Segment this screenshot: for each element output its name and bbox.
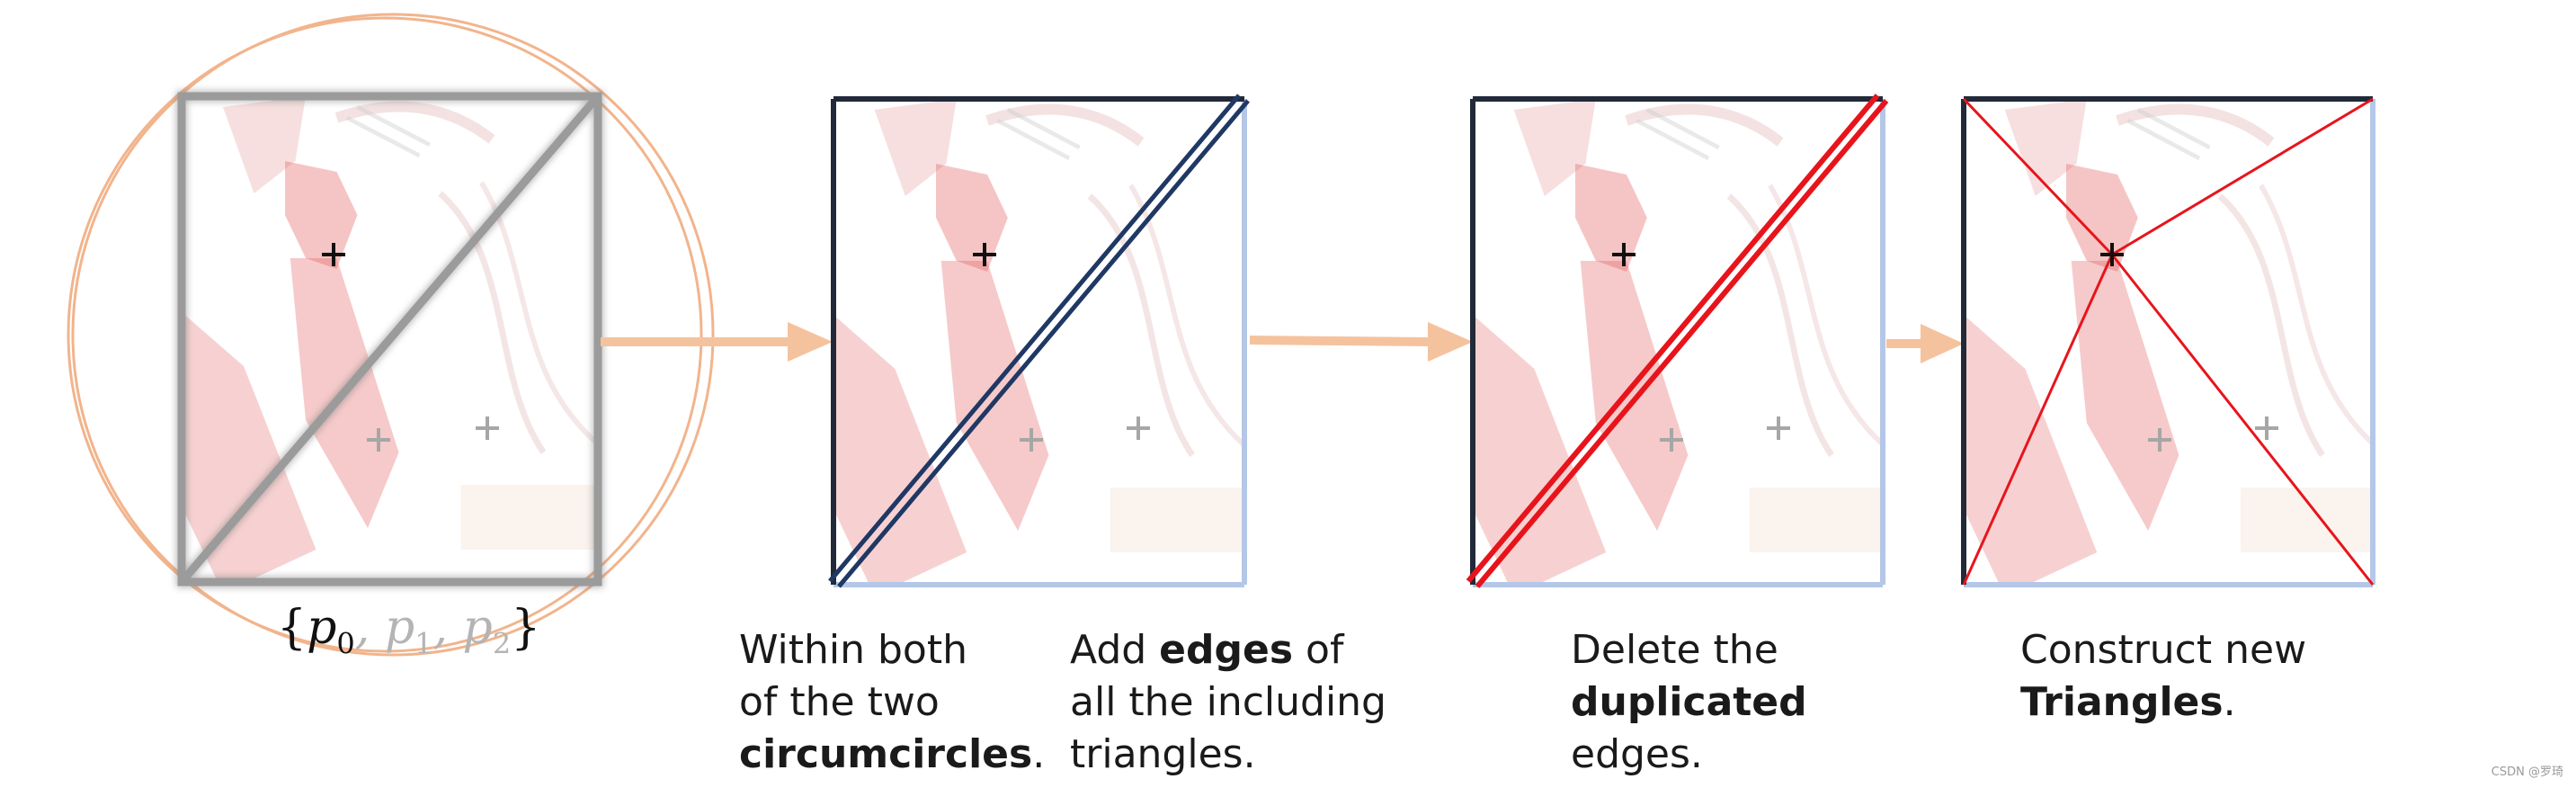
watermark: CSDN @罗琦 bbox=[2491, 766, 2563, 779]
p2-symbol: p bbox=[462, 601, 493, 655]
diagonal-edge-copy-2 bbox=[837, 99, 1250, 588]
caption-step-2-line-1: Add edges of bbox=[1070, 627, 1344, 673]
p0-subscript: 0 bbox=[336, 626, 355, 661]
p0-symbol: p bbox=[307, 601, 337, 655]
circumcircle-b bbox=[67, 16, 703, 653]
caption-step-1-line-3: circumcircles. bbox=[739, 731, 1046, 777]
point-p1 bbox=[367, 428, 390, 452]
caption-step-2-line-2: all the including bbox=[1070, 679, 1386, 725]
new-edge-bottom-left bbox=[1962, 254, 2114, 586]
p2-subscript: 2 bbox=[492, 626, 512, 661]
duplicated-edge-copy-1 bbox=[1466, 94, 1880, 583]
caption-step-3-line-3: edges. bbox=[1571, 731, 1703, 777]
point-set-label: {p0, p1, p2} bbox=[277, 601, 540, 660]
caption-step-1-line-1: Within both bbox=[739, 627, 967, 673]
circumcircle-a bbox=[71, 13, 715, 657]
caption-step-4: Construct new Triangles. bbox=[2020, 624, 2306, 729]
duplicated-edge-copy-2 bbox=[1475, 99, 1889, 588]
panel-2-background bbox=[833, 99, 1274, 595]
panel-1-background bbox=[182, 96, 627, 593]
new-triangle-edges bbox=[1962, 97, 2375, 586]
shared-diagonal-edge bbox=[178, 94, 602, 585]
caption-step-2: Add edges of all the including triangles… bbox=[1070, 624, 1386, 781]
brace-open: { bbox=[277, 601, 308, 655]
panel-4 bbox=[1961, 96, 2375, 587]
point-p1 bbox=[1020, 428, 1043, 452]
bounding-rectangle bbox=[177, 92, 602, 587]
caption-step-4-line-1: Construct new bbox=[2020, 627, 2307, 673]
caption-step-1: Within both of the two circumcircles. bbox=[739, 624, 1045, 781]
point-p1 bbox=[1660, 428, 1683, 452]
panel-1 bbox=[67, 13, 715, 657]
p1-subscript: 1 bbox=[414, 626, 433, 661]
new-edge-top-right bbox=[2111, 97, 2374, 256]
point-p2 bbox=[1767, 416, 1790, 440]
caption-step-3-line-2: duplicated bbox=[1571, 679, 1807, 725]
arrow-1 bbox=[601, 322, 833, 362]
new-edge-bottom-right bbox=[2110, 254, 2375, 586]
brace-close: } bbox=[511, 601, 541, 655]
panel-3-background bbox=[1473, 99, 1913, 595]
panel-2 bbox=[828, 94, 1274, 595]
caption-step-1-line-2: of the two bbox=[739, 679, 940, 725]
point-p0 bbox=[973, 243, 996, 266]
point-p0 bbox=[1612, 243, 1636, 266]
panel-3 bbox=[1466, 94, 1913, 595]
arrow-2 bbox=[1249, 322, 1473, 362]
point-p0 bbox=[322, 243, 345, 266]
point-p0 bbox=[2100, 243, 2124, 266]
p1-symbol: p bbox=[384, 601, 415, 655]
diagonal-edge-copy-1 bbox=[828, 94, 1241, 583]
caption-step-2-line-3: triangles. bbox=[1070, 731, 1256, 777]
arrow-3 bbox=[1886, 324, 1964, 363]
separator-1: , bbox=[354, 601, 385, 655]
new-edge-top-left bbox=[1962, 97, 2114, 256]
caption-step-3: Delete the duplicated edges. bbox=[1571, 624, 1807, 781]
point-p2 bbox=[2255, 416, 2278, 440]
point-p1 bbox=[2148, 428, 2171, 452]
caption-step-4-line-2: Triangles. bbox=[2020, 679, 2236, 725]
caption-step-3-line-1: Delete the bbox=[1571, 627, 1778, 673]
separator-2: , bbox=[432, 601, 463, 655]
point-p2 bbox=[1127, 416, 1150, 440]
point-p2 bbox=[476, 416, 499, 440]
